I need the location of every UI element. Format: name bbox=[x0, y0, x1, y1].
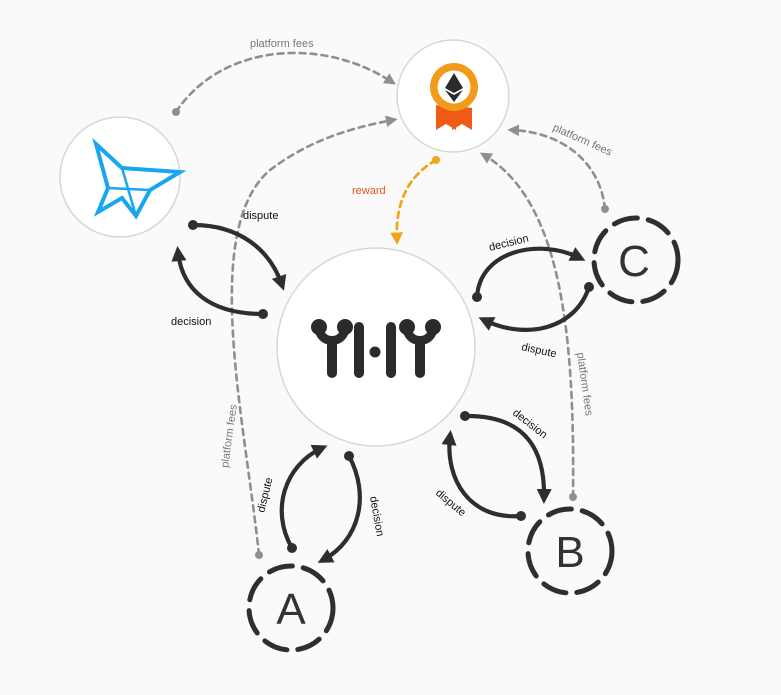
fees-butterfly-to-pool bbox=[172, 51, 396, 116]
c-dispute-arrow bbox=[478, 282, 594, 332]
butterfly-logo-icon bbox=[92, 137, 187, 220]
party-a-node: A bbox=[246, 563, 336, 653]
reward-pool-node bbox=[396, 39, 510, 153]
court-people-logo-icon bbox=[311, 319, 441, 378]
party-c-letter: C bbox=[618, 237, 650, 286]
party-b-letter: B bbox=[555, 528, 584, 577]
fees-top-label: platform fees bbox=[250, 38, 314, 50]
fees-c-label: platform fees bbox=[551, 122, 614, 159]
court-node bbox=[276, 247, 476, 447]
fees-a-to-pool bbox=[230, 115, 398, 559]
b-dispute-arrow bbox=[441, 429, 526, 521]
butterfly-dispute-label: dispute bbox=[243, 210, 278, 222]
a-dispute-arrow bbox=[279, 444, 328, 553]
fees-b-to-pool bbox=[479, 152, 577, 501]
party-b-node: B bbox=[525, 506, 615, 596]
butterfly-decision-label: decision bbox=[171, 316, 211, 328]
a-decision-arrow bbox=[317, 451, 362, 563]
fees-c-to-pool bbox=[507, 124, 609, 213]
reward-arrow bbox=[390, 156, 440, 246]
b-decision-label: decision bbox=[510, 407, 549, 441]
butterfly-dispute-arrow bbox=[188, 220, 287, 291]
c-decision-arrow bbox=[472, 246, 586, 302]
butterfly-node bbox=[59, 116, 187, 238]
reward-label: reward bbox=[352, 185, 386, 197]
c-dispute-label: dispute bbox=[520, 341, 557, 360]
fees-b-label: platform fees bbox=[574, 352, 595, 417]
a-decision-label: decision bbox=[367, 495, 386, 537]
fees-a-label: platform fees bbox=[219, 403, 240, 468]
b-decision-arrow bbox=[460, 411, 552, 505]
ethereum-medal-icon bbox=[430, 63, 478, 130]
a-dispute-label: dispute bbox=[255, 476, 275, 513]
party-a-letter: A bbox=[276, 585, 306, 634]
party-c-node: C bbox=[591, 215, 681, 305]
butterfly-decision-arrow bbox=[171, 245, 268, 319]
